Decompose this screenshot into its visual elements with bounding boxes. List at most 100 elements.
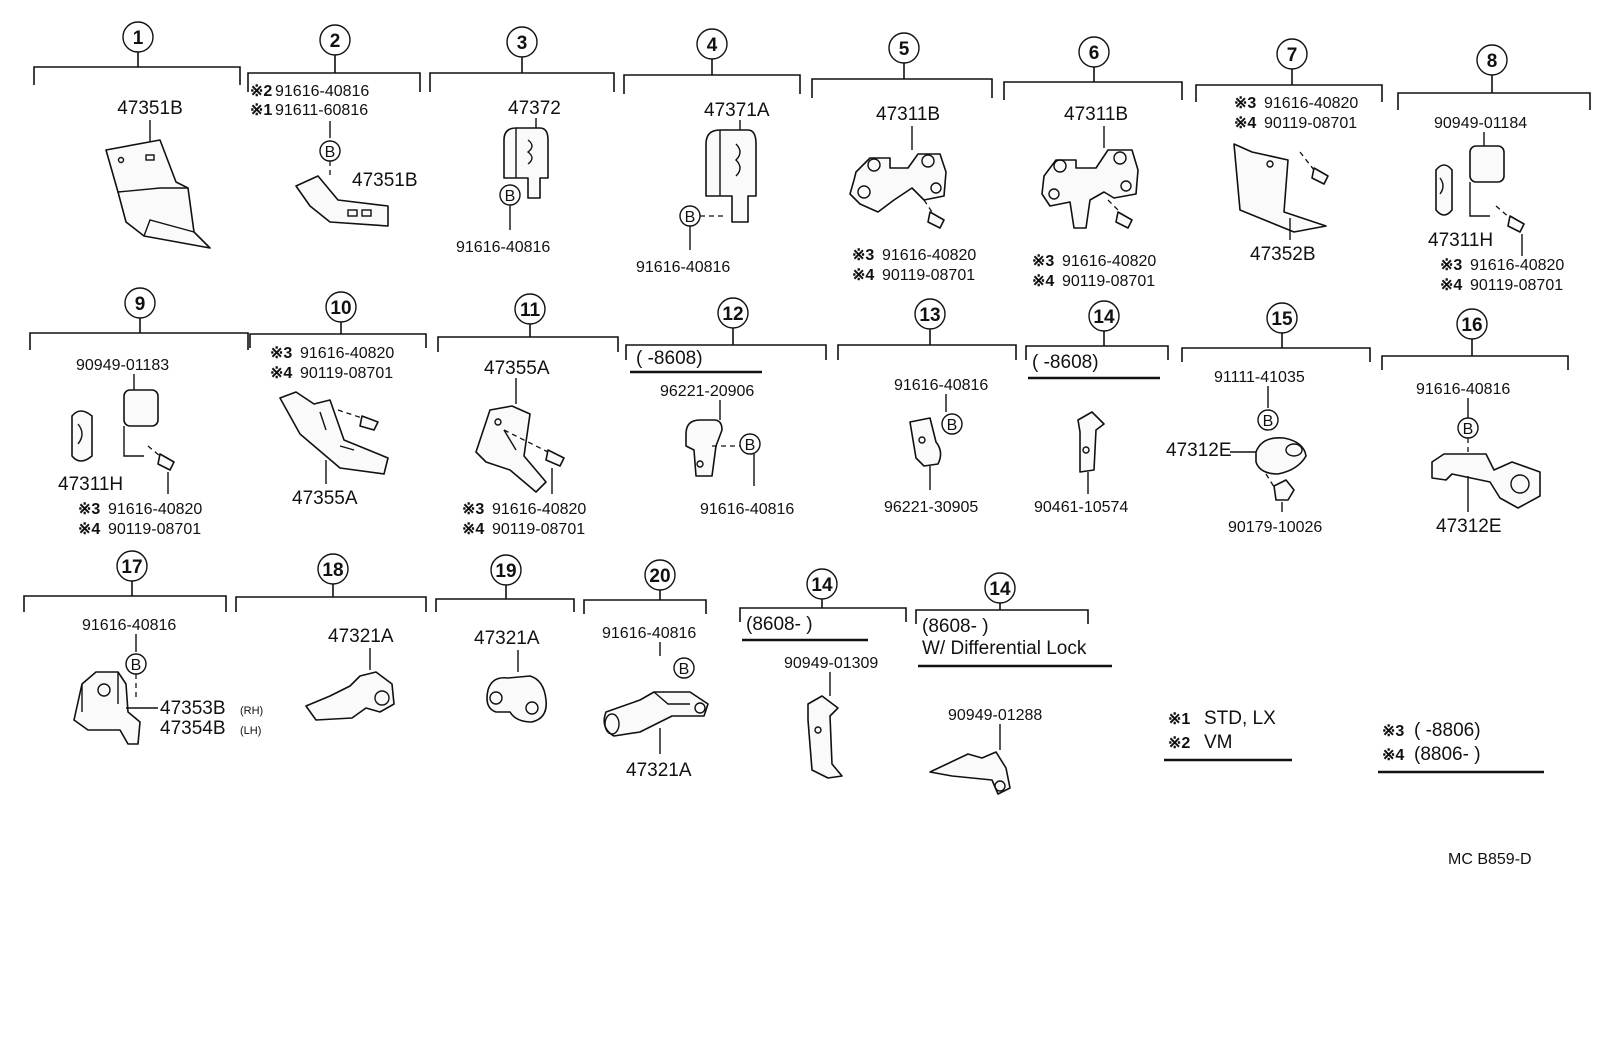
group-16: 16 91616-40816 B 47312E bbox=[1381, 308, 1569, 537]
svg-text:( -8608): ( -8608) bbox=[1032, 352, 1099, 373]
svg-text:47311H: 47311H bbox=[1428, 230, 1493, 251]
svg-text:15: 15 bbox=[1271, 309, 1293, 330]
svg-text:91616-40820: 91616-40820 bbox=[1062, 253, 1156, 270]
bolt-icon bbox=[359, 415, 379, 431]
svg-text:※4: ※4 bbox=[270, 365, 292, 382]
svg-text:47372: 47372 bbox=[508, 98, 561, 119]
svg-text:※3: ※3 bbox=[1234, 95, 1256, 112]
svg-text:B: B bbox=[947, 417, 958, 434]
group-5: 5 47311B ※3 91616-40820 ※4 90119-08701 bbox=[811, 32, 993, 284]
svg-text:(LH): (LH) bbox=[240, 725, 261, 737]
bolt-icon bbox=[1115, 211, 1133, 229]
svg-text:90119-08701: 90119-08701 bbox=[1062, 273, 1155, 290]
legend-right: ※3 ( -8806) ※4 (8806- ) bbox=[1378, 720, 1544, 774]
svg-text:14: 14 bbox=[811, 575, 833, 596]
svg-text:91616-40816: 91616-40816 bbox=[82, 617, 176, 634]
svg-text:18: 18 bbox=[322, 560, 343, 581]
group-19: 19 47321A bbox=[435, 554, 575, 723]
svg-text:8: 8 bbox=[1487, 51, 1498, 72]
svg-text:91611-60816: 91611-60816 bbox=[275, 102, 368, 119]
group-bracket bbox=[33, 52, 241, 85]
svg-text:90461-10574: 90461-10574 bbox=[1034, 499, 1128, 516]
svg-text:11: 11 bbox=[520, 300, 541, 321]
bracket-part bbox=[603, 691, 709, 737]
valve-part bbox=[1041, 149, 1139, 229]
svg-text:91616-40820: 91616-40820 bbox=[492, 501, 586, 518]
svg-text:47311B: 47311B bbox=[876, 104, 940, 125]
svg-text:91616-40816: 91616-40816 bbox=[456, 239, 550, 256]
clip-part bbox=[685, 419, 723, 477]
svg-text:※3: ※3 bbox=[852, 247, 874, 264]
clip-part bbox=[909, 417, 942, 467]
bracket-part bbox=[105, 139, 211, 249]
svg-text:47311H: 47311H bbox=[58, 474, 123, 495]
svg-text:※3: ※3 bbox=[462, 501, 484, 518]
clip-part bbox=[123, 389, 159, 427]
nut-icon bbox=[1273, 479, 1295, 501]
part-number: 47351B bbox=[117, 98, 183, 119]
svg-text:7: 7 bbox=[1287, 45, 1298, 66]
svg-text:( -8608): ( -8608) bbox=[636, 348, 703, 369]
bolt-icon bbox=[927, 211, 945, 229]
svg-text:※4: ※4 bbox=[1234, 115, 1256, 132]
group-8: 8 90949-01184 47311H ※3 91616-40820 ※4 9… bbox=[1397, 44, 1591, 294]
svg-text:14: 14 bbox=[989, 579, 1011, 600]
svg-text:47354B: 47354B bbox=[160, 718, 226, 739]
group-7: 7 ※3 91616-40820 ※4 90119-08701 47352B bbox=[1195, 38, 1383, 265]
svg-text:※3: ※3 bbox=[1440, 257, 1462, 274]
clip-part bbox=[1469, 145, 1505, 183]
svg-text:B: B bbox=[505, 188, 516, 205]
bolt-icon bbox=[1311, 167, 1329, 185]
svg-text:91616-40820: 91616-40820 bbox=[882, 247, 976, 264]
svg-text:※1: ※1 bbox=[1168, 711, 1190, 728]
svg-text:3: 3 bbox=[517, 33, 528, 54]
svg-text:10: 10 bbox=[330, 298, 351, 319]
svg-text:91616-40816: 91616-40816 bbox=[636, 259, 730, 276]
legend-left: ※1 STD, LX ※2 VM bbox=[1164, 708, 1292, 762]
svg-text:47352B: 47352B bbox=[1250, 244, 1316, 265]
grommet-part bbox=[1435, 164, 1453, 216]
bracket-part bbox=[1233, 143, 1327, 233]
svg-text:13: 13 bbox=[919, 305, 940, 326]
svg-text:91616-40816: 91616-40816 bbox=[275, 83, 369, 100]
svg-text:B: B bbox=[685, 209, 696, 226]
bracket-part bbox=[73, 671, 141, 745]
svg-text:47321A: 47321A bbox=[626, 760, 692, 781]
svg-text:91616-40816: 91616-40816 bbox=[894, 377, 988, 394]
bushing-part bbox=[305, 671, 395, 721]
svg-text:B: B bbox=[1463, 421, 1474, 438]
group-3: 3 47372 B 91616-40816 bbox=[429, 26, 615, 256]
svg-text:B: B bbox=[679, 661, 690, 678]
bracket-part bbox=[475, 405, 547, 493]
group-14-lower-a: 14 (8608- ) 90949-01309 bbox=[739, 568, 907, 779]
svg-text:( -8806): ( -8806) bbox=[1414, 720, 1481, 741]
bracket-part bbox=[295, 175, 389, 227]
bolt-icon bbox=[157, 453, 175, 471]
group-4: 4 47371A B 91616-40816 bbox=[623, 28, 801, 276]
svg-text:※4: ※4 bbox=[1440, 277, 1462, 294]
bracket-part bbox=[1431, 453, 1541, 509]
svg-text:90119-08701: 90119-08701 bbox=[300, 365, 393, 382]
svg-text:91616-40816: 91616-40816 bbox=[602, 625, 696, 642]
group-18: 18 47321A bbox=[235, 553, 427, 721]
svg-text:47312E: 47312E bbox=[1166, 440, 1232, 461]
group-11: 11 47355A ※3 91616-40820 ※4 90119-08701 bbox=[437, 293, 619, 538]
group-13: 13 91616-40816 B 96221-30905 bbox=[837, 298, 1017, 516]
svg-text:STD, LX: STD, LX bbox=[1204, 708, 1276, 729]
svg-text:91616-40820: 91616-40820 bbox=[300, 345, 394, 362]
svg-text:B: B bbox=[131, 657, 142, 674]
clip-part bbox=[929, 751, 1011, 795]
svg-text:91616-40816: 91616-40816 bbox=[1416, 381, 1510, 398]
svg-text:47355A: 47355A bbox=[484, 358, 550, 379]
svg-text:91616-40820: 91616-40820 bbox=[108, 501, 202, 518]
svg-text:※3: ※3 bbox=[1032, 253, 1054, 270]
group-12: 12 ( -8608) 96221-20906 B 91616-40816 bbox=[625, 297, 827, 518]
group-number: 1 bbox=[133, 28, 144, 49]
svg-text:※4: ※4 bbox=[1382, 747, 1404, 764]
svg-text:90949-01184: 90949-01184 bbox=[1434, 115, 1527, 132]
svg-text:※4: ※4 bbox=[462, 521, 484, 538]
svg-text:(RH): (RH) bbox=[240, 705, 263, 717]
svg-text:5: 5 bbox=[899, 39, 910, 60]
group-10: 10 ※3 91616-40820 ※4 90119-08701 47355A bbox=[249, 291, 427, 509]
svg-text:16: 16 bbox=[1461, 315, 1482, 336]
